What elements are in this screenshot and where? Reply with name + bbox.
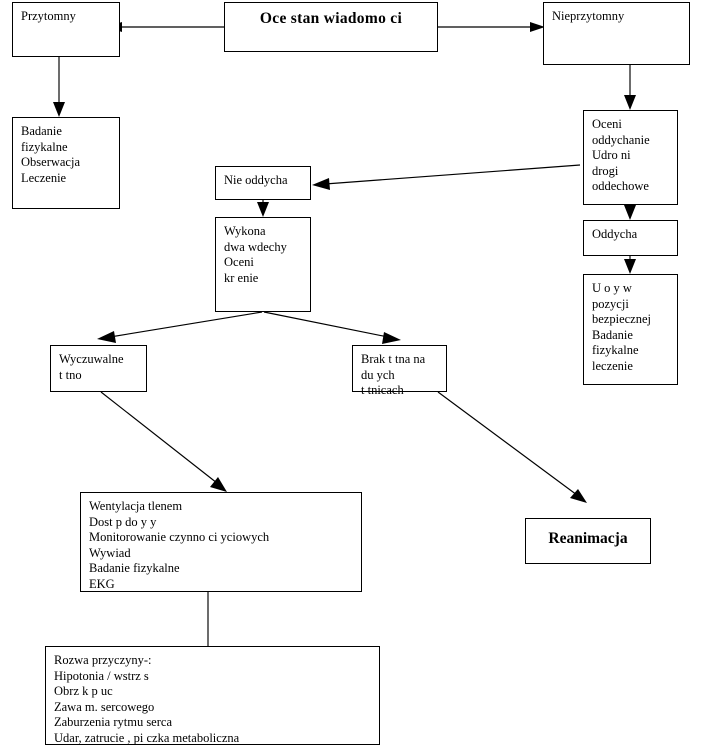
edge-two-breaths-to-no-pulse (263, 311, 389, 338)
node-breathing[interactable]: Oddycha (583, 220, 678, 256)
node-causes[interactable]: Rozwa przyczyny-: Hipotonia / wstrz s Ob… (45, 646, 380, 745)
arrowhead-conscious-to-actions (53, 102, 65, 117)
edge-assess-breathing-to-not-breathing (324, 164, 581, 185)
node-oxygen-support[interactable]: Wentylacja tlenem Dost p do y y Monitoro… (80, 492, 362, 592)
arrowhead-breathing-to-recovery (624, 259, 636, 274)
arrowhead-two-breaths-to-pulse (97, 331, 116, 343)
arrowhead-assess-breathing-to-not-breathing (312, 178, 330, 190)
node-recovery-position[interactable]: U o y w pozycji bezpiecznej Badanie fizy… (583, 274, 678, 385)
node-unconscious[interactable]: Nieprzytomny (543, 2, 690, 65)
edge-pulse-to-oxygen (100, 391, 218, 484)
node-two-breaths[interactable]: Wykona dwa wdechy Oceni kr enie (215, 217, 311, 312)
node-assess-consciousness[interactable]: Oce stan wiadomo ci (224, 2, 438, 52)
node-not-breathing[interactable]: Nie oddycha (215, 166, 311, 200)
node-pulse-present[interactable]: Wyczuwalne t tno (50, 345, 147, 392)
node-resuscitation[interactable]: Reanimacja (525, 518, 651, 564)
node-assess-breathing[interactable]: Oceni oddychanie Udro ni drogi oddechowe (583, 110, 678, 205)
edge-no-pulse-to-resuscitation (437, 391, 578, 496)
arrowhead-no-pulse-to-resuscitation (570, 489, 587, 503)
arrowhead-unconscious-to-assess-breathing (624, 95, 636, 110)
node-conscious-actions[interactable]: Badanie fizykalne Obserwacja Leczenie (12, 117, 120, 209)
arrowhead-pulse-to-oxygen (210, 477, 227, 492)
edge-two-breaths-to-pulse (109, 311, 263, 338)
node-conscious[interactable]: Przytomny (12, 2, 120, 57)
arrowhead-assess-breathing-to-breathing (624, 205, 636, 220)
node-no-pulse[interactable]: Brak t tna na du ych t tnicach (352, 345, 447, 397)
arrowhead-not-breathing-to-two-breaths (257, 202, 269, 217)
arrowhead-two-breaths-to-no-pulse (382, 332, 401, 344)
